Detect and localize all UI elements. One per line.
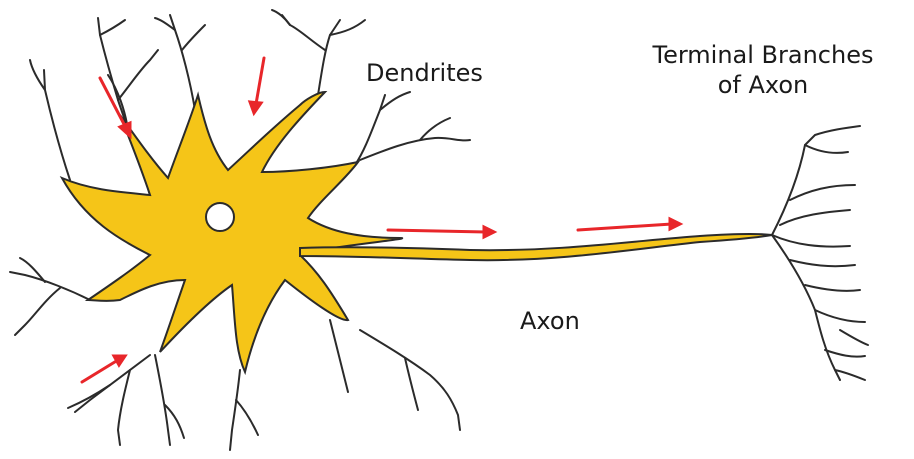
label-terminal-line2: of Axon [648,70,878,100]
cell-body [62,92,402,372]
label-terminal-line1: Terminal Branches [648,40,878,70]
axon-terminal-branches [772,126,868,380]
label-axon: Axon [520,306,580,336]
red-arrow-icon [578,219,680,230]
red-arrow-icon [388,227,494,237]
nucleus [206,203,234,231]
label-dendrites: Dendrites [366,58,483,88]
label-terminal-branches: Terminal Branches of Axon [648,40,878,100]
red-arrow-icon [250,58,264,113]
